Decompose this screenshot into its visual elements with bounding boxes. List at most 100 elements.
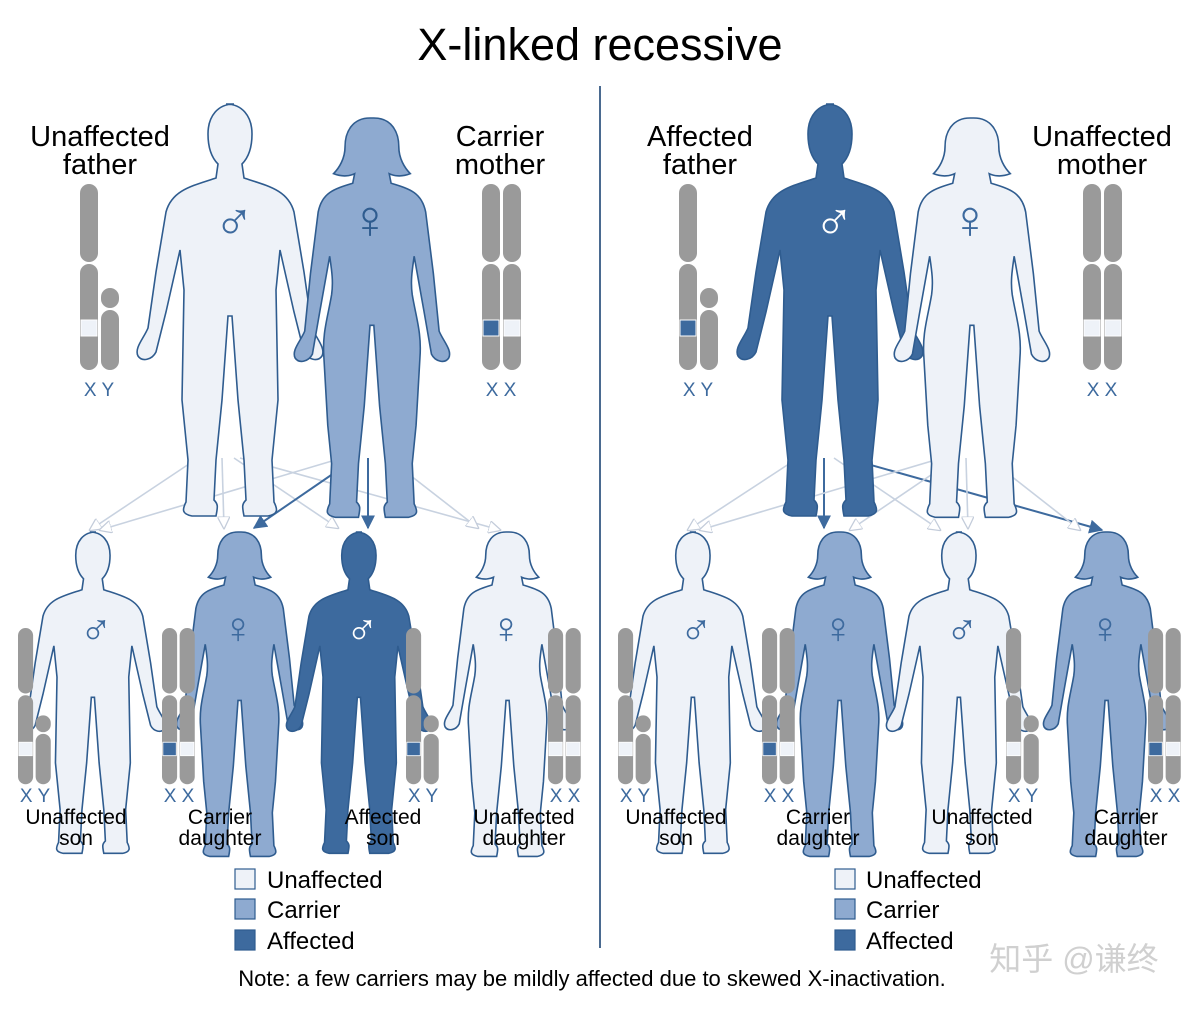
gene-band <box>1104 319 1122 337</box>
gene-band <box>482 319 500 337</box>
inheritance-arrow-affected <box>845 457 1104 534</box>
male-figure-icon <box>136 103 324 517</box>
x-chromosome-lower <box>618 695 634 785</box>
child-label-line2: daughter <box>483 827 566 850</box>
child-chr-label: X Y <box>20 786 51 807</box>
left-mother-label-line2: mother <box>455 149 546 181</box>
gene-band <box>1006 741 1021 757</box>
x-chromosome-lower <box>548 695 564 785</box>
left-father-label-line2: father <box>63 149 137 181</box>
legend-label-unaffected: Unaffected <box>267 867 383 894</box>
x-chromosome-upper <box>80 184 98 262</box>
male-symbol-icon: ♂ <box>346 604 379 653</box>
child-chromosomes <box>762 628 795 785</box>
x-chromosome-upper <box>1083 184 1101 262</box>
child-label-line1: Carrier <box>1094 806 1158 829</box>
x-chromosome-upper <box>1006 628 1022 694</box>
x-chromosome-lower <box>406 695 422 785</box>
male-symbol-icon: ♂ <box>814 190 855 250</box>
child-label-line2: daughter <box>1085 827 1168 850</box>
child-chr-label: X Y <box>1008 786 1039 807</box>
x-chromosome-upper <box>548 628 564 694</box>
y-chromosome-upper <box>423 715 439 733</box>
child-label-line2: son <box>59 827 93 850</box>
child-chr-label: X X <box>1150 786 1181 807</box>
male-symbol-icon: ♂ <box>80 604 113 653</box>
female-symbol-icon: ♀ <box>350 190 391 250</box>
x-chromosome-upper <box>779 628 795 694</box>
x-chromosome-upper <box>565 628 581 694</box>
x-chromosome-lower <box>1148 695 1164 785</box>
x-chromosome-upper <box>406 628 422 694</box>
child-chr-label: X Y <box>620 786 651 807</box>
x-chromosome-lower <box>18 695 34 785</box>
x-chromosome-lower <box>762 695 778 785</box>
right-father-chromosomes <box>679 184 718 370</box>
y-chromosome-lower <box>101 310 119 370</box>
left-legend: Unaffected Carrier Affected <box>234 867 383 955</box>
y-chromosome-lower <box>423 733 439 785</box>
left-mother-chr-label: X X <box>486 380 517 401</box>
left-panel: Unaffected father Carrier mother X Y X X… <box>18 103 581 858</box>
left-mother-figure <box>293 117 451 519</box>
child-chromosomes <box>618 628 651 785</box>
gene-band <box>679 319 697 337</box>
right-father-chr-label: X Y <box>683 380 714 401</box>
gene-band <box>18 741 33 757</box>
child-chr-label: X Y <box>408 786 439 807</box>
inheritance-arrow <box>688 457 799 530</box>
right-mother-label-line2: mother <box>1057 149 1148 181</box>
gene-band <box>762 741 777 757</box>
female-symbol-icon: ♀ <box>222 604 255 653</box>
gene-band <box>618 741 633 757</box>
child-chromosomes <box>548 628 581 785</box>
x-chromosome-upper <box>1165 628 1181 694</box>
child-label-line1: Unaffected <box>473 806 574 829</box>
left-father-chr-label: X Y <box>84 380 115 401</box>
inheritance-arrow <box>700 457 943 530</box>
legend-label-affected: Affected <box>866 928 954 955</box>
gene-band <box>406 741 421 757</box>
child-label-line1: Unaffected <box>25 806 126 829</box>
x-chromosome-upper <box>679 184 697 262</box>
x-chromosome-upper <box>762 628 778 694</box>
gene-band <box>80 319 98 337</box>
legend-label-unaffected: Unaffected <box>866 867 982 894</box>
child-chr-label: X X <box>764 786 795 807</box>
right-mother-chromosomes <box>1083 184 1122 370</box>
right-inheritance-arrows <box>688 457 1104 534</box>
child-label-line2: son <box>366 827 400 850</box>
legend-swatch-unaffected <box>234 868 256 890</box>
y-chromosome-lower <box>635 733 651 785</box>
gene-band <box>1166 741 1181 757</box>
footnote: Note: a few carriers may be mildly affec… <box>238 966 946 991</box>
y-chromosome-upper <box>35 715 51 733</box>
legend-swatch-unaffected <box>834 868 856 890</box>
x-chromosome-upper <box>503 184 521 262</box>
left-mother-chromosomes <box>482 184 521 370</box>
x-chromosome-lower <box>503 264 521 370</box>
gene-band <box>1148 741 1163 757</box>
male-symbol-icon: ♂ <box>214 190 255 250</box>
gene-band <box>503 319 521 337</box>
legend-swatch-affected <box>834 929 856 951</box>
x-chromosome-lower <box>779 695 795 785</box>
child-label-line1: Unaffected <box>625 806 726 829</box>
legend-swatch-carrier <box>834 898 856 920</box>
female-figure-icon <box>893 117 1051 519</box>
left-father-chromosomes <box>80 184 119 370</box>
x-chromosome-upper <box>179 628 195 694</box>
right-father-label-line1: Affected <box>647 121 753 153</box>
y-chromosome-upper <box>635 715 651 733</box>
inheritance-arrow <box>239 457 500 530</box>
child-label-line2: daughter <box>179 827 262 850</box>
male-symbol-icon: ♂ <box>946 604 979 653</box>
x-chromosome-lower <box>1165 695 1181 785</box>
child-chromosomes <box>18 628 51 785</box>
